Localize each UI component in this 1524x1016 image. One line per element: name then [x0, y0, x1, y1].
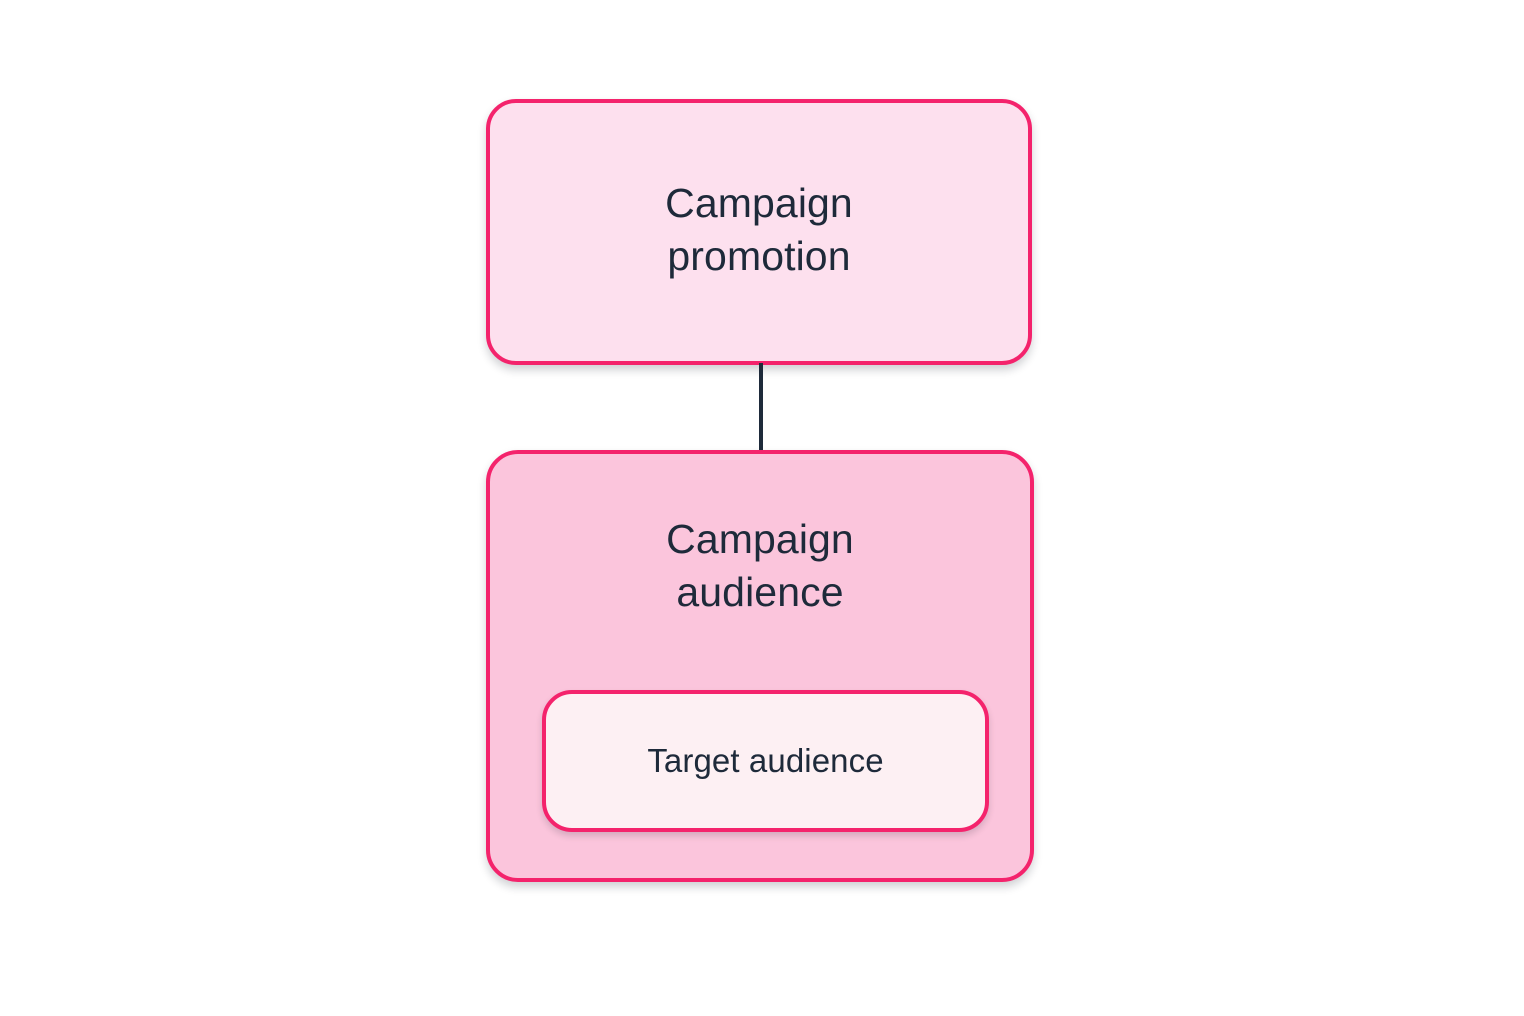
node-target-audience-label: Target audience: [647, 741, 884, 779]
node-campaign-promotion-label: Campaign promotion: [665, 179, 853, 279]
connector-promotion-to-audience: [759, 363, 763, 453]
node-campaign-promotion[interactable]: Campaign promotion: [486, 99, 1032, 365]
node-campaign-audience[interactable]: Campaign audience Target audience: [486, 450, 1034, 882]
node-campaign-audience-label: Campaign audience: [666, 516, 854, 616]
node-target-audience[interactable]: Target audience: [542, 690, 989, 832]
